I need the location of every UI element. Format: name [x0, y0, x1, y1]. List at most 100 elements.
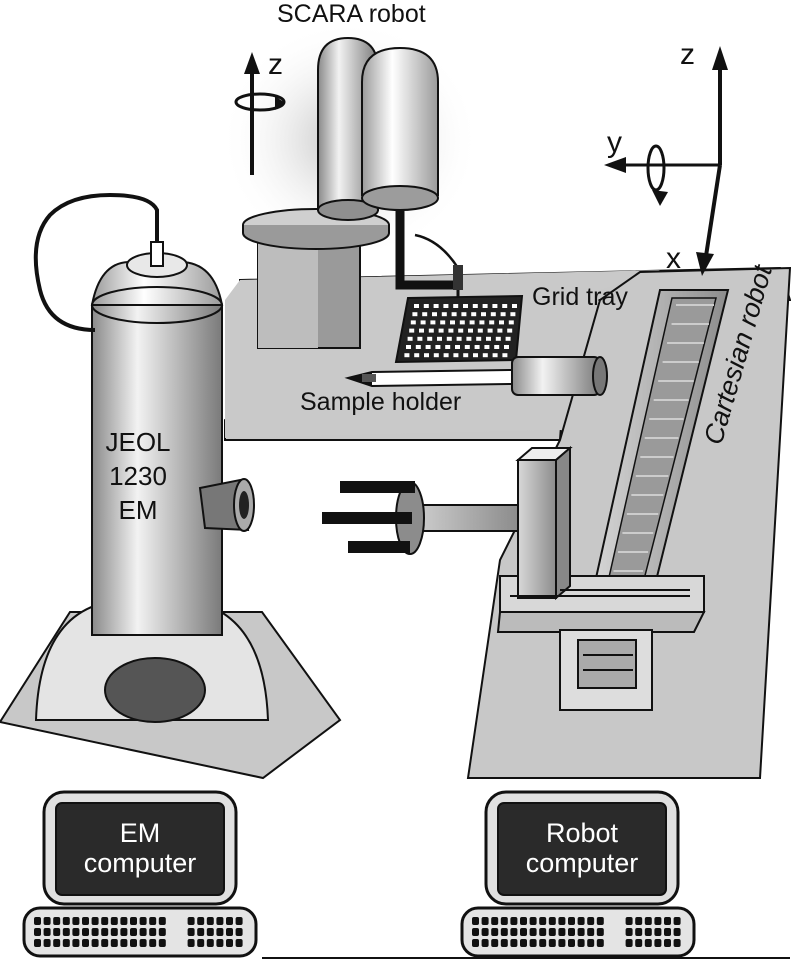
- grid-tray-label: Grid tray: [532, 283, 628, 311]
- keyboard-key: [130, 939, 137, 947]
- keyboard-key: [673, 939, 681, 947]
- robot-computer-screen-label: Robot computer: [498, 818, 666, 878]
- tray-well: [504, 345, 509, 349]
- keyboard-key: [500, 928, 508, 936]
- keyboard-key: [568, 928, 575, 936]
- em-label: JEOL 1230 EM: [83, 425, 193, 527]
- tray-well: [414, 353, 420, 358]
- axis-label-x-right: x: [666, 242, 681, 275]
- keyboard-key: [62, 939, 70, 947]
- scara-axis-icon: [234, 52, 286, 175]
- keyboard-key: [548, 939, 556, 947]
- keyboard-key: [558, 917, 566, 925]
- tray-well: [433, 304, 439, 308]
- keyboard-key: [72, 928, 80, 936]
- tray-well: [407, 336, 413, 341]
- tray-well: [424, 353, 429, 358]
- tray-well: [415, 345, 421, 349]
- tray-well: [492, 353, 498, 358]
- keyboard-key: [158, 928, 166, 936]
- keyboard-key: [62, 928, 70, 936]
- em-label-line1: JEOL: [105, 427, 171, 457]
- keyboard-key: [216, 928, 224, 936]
- tray-well: [481, 312, 486, 317]
- tray-well: [476, 336, 482, 341]
- scara-arm-right: [361, 46, 439, 196]
- keyboard-key: [664, 928, 671, 936]
- keyboard-key: [43, 928, 51, 936]
- tray-well: [492, 304, 498, 308]
- keyboard-key: [158, 917, 166, 925]
- keyboard-key: [235, 939, 243, 947]
- keyboard-key: [187, 928, 195, 936]
- keyboard-key: [481, 928, 489, 936]
- tray-well: [461, 312, 467, 317]
- keyboard-key: [481, 917, 489, 925]
- tray-well: [502, 304, 508, 308]
- keyboard-key: [635, 939, 643, 947]
- keyboard-key: [226, 939, 233, 947]
- tray-well: [468, 328, 473, 333]
- tray-well: [472, 304, 478, 308]
- keyboard-key: [226, 917, 233, 925]
- robot-computer: [460, 790, 696, 958]
- tray-well: [455, 345, 460, 349]
- tray-well: [502, 353, 508, 358]
- tray-well: [490, 312, 496, 317]
- keyboard-key: [235, 928, 243, 936]
- keyboard-key: [644, 928, 652, 936]
- keyboard-key: [120, 939, 128, 947]
- tray-well: [489, 320, 495, 325]
- robot-computer-line2: computer: [525, 848, 639, 878]
- keyboard-key: [226, 928, 233, 936]
- keyboard-key: [34, 928, 41, 936]
- keyboard-key: [82, 917, 89, 925]
- keyboard-key: [529, 917, 537, 925]
- grid-tray-wells: [404, 304, 517, 358]
- tray-well: [420, 320, 426, 325]
- tray-well: [487, 328, 493, 333]
- cartesian-carriage: [496, 445, 706, 711]
- tray-well: [500, 312, 506, 317]
- em-label-line2: 1230: [109, 461, 167, 491]
- keyboard-key: [587, 928, 595, 936]
- keyboard-key: [577, 928, 585, 936]
- keyboard-key: [62, 917, 70, 925]
- keyboard-key: [139, 928, 147, 936]
- keyboard-key: [510, 939, 518, 947]
- tray-well: [477, 328, 483, 333]
- keyboard-key: [644, 939, 652, 947]
- keyboard-key: [596, 939, 604, 947]
- keyboard-key: [149, 939, 157, 947]
- tray-well: [448, 328, 454, 333]
- tray-well: [510, 312, 516, 317]
- keyboard-key: [654, 939, 662, 947]
- tray-well: [473, 353, 478, 358]
- tray-well: [417, 336, 423, 341]
- keyboard-key: [539, 928, 547, 936]
- keyboard-key: [548, 928, 556, 936]
- tray-well: [428, 328, 434, 333]
- tray-well: [443, 353, 449, 358]
- tray-well: [482, 304, 488, 308]
- keyboard-key: [43, 917, 51, 925]
- keyboard-key: [625, 917, 633, 925]
- em-computer: [22, 790, 258, 958]
- em-label-line3: EM: [118, 495, 158, 525]
- axis-label-y-right: y: [607, 126, 622, 159]
- keyboard-key: [130, 928, 137, 936]
- keyboard-key: [673, 928, 681, 936]
- keyboard-key: [472, 928, 479, 936]
- tray-well: [482, 353, 488, 358]
- keyboard-key: [520, 939, 527, 947]
- keyboard-key: [53, 939, 61, 947]
- tray-well: [433, 353, 439, 358]
- tray-well: [456, 336, 462, 341]
- keyboard-key: [664, 917, 671, 925]
- robot-computer-line1: Robot: [545, 818, 619, 848]
- keyboard-key: [139, 939, 147, 947]
- tray-well: [440, 320, 446, 325]
- keyboard-key: [34, 917, 41, 925]
- tray-well: [451, 312, 457, 317]
- scara-gripper-arm: [395, 210, 455, 290]
